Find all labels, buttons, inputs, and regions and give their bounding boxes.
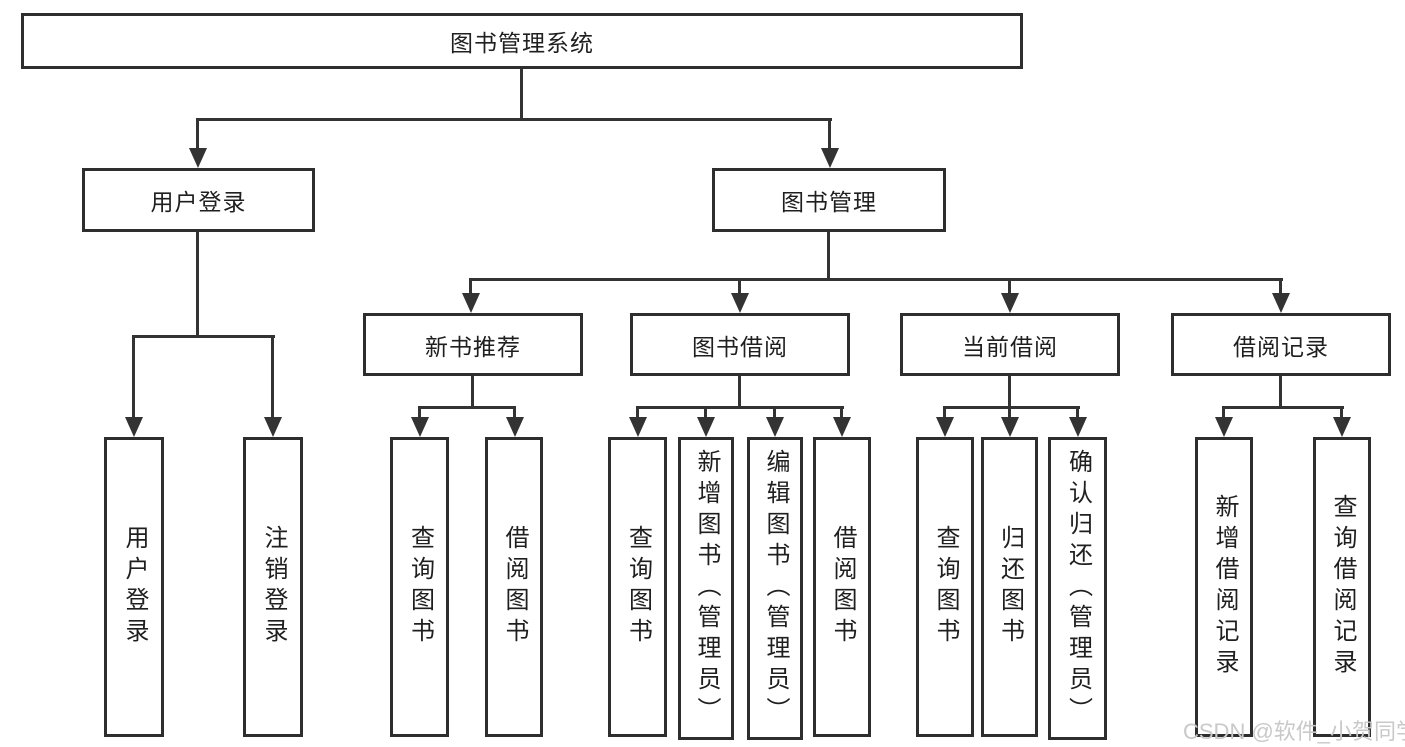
arrow-down <box>132 335 135 417</box>
arrow-down <box>943 406 946 417</box>
connector-line <box>132 335 275 338</box>
leaf-user-login: 用户登录 <box>104 437 164 737</box>
leaf-query-borrow-record-label: 查询借阅记录 <box>1329 494 1356 680</box>
node-book-management: 图书管理 <box>712 168 946 232</box>
connector-line <box>471 376 474 409</box>
connector-line <box>738 376 741 409</box>
leaf-query-books-recommend: 查询图书 <box>390 437 449 737</box>
connector-line <box>196 118 832 121</box>
leaf-borrow-books-label: 借阅图书 <box>829 525 856 649</box>
arrow-down <box>418 406 421 417</box>
csdn-watermark: CSDN @软件_小贺同学 <box>1183 719 1405 744</box>
connector-line <box>636 406 844 409</box>
leaf-query-books-current-label: 查询图书 <box>932 525 959 649</box>
leaf-query-books-borrow: 查询图书 <box>608 437 667 737</box>
leaf-user-login-label: 用户登录 <box>121 525 148 649</box>
connector-line <box>196 232 199 338</box>
node-new-book-recommend: 新书推荐 <box>363 313 583 376</box>
leaf-edit-books-admin: 编辑图书（管理员） <box>747 437 803 740</box>
node-root: 图书管理系统 <box>21 13 1023 69</box>
arrow-down <box>469 278 472 293</box>
node-current-borrow-label: 当前借阅 <box>962 333 1058 360</box>
arrow-down <box>773 406 776 417</box>
arrow-down <box>828 118 831 148</box>
leaf-confirm-return-admin-label: 确认归还（管理员） <box>1064 449 1092 728</box>
arrow-down <box>1279 278 1282 293</box>
arrow-down <box>271 335 274 417</box>
leaf-logout-label: 注销登录 <box>260 525 287 649</box>
leaf-borrow-books: 借阅图书 <box>813 437 871 737</box>
node-root-label: 图书管理系统 <box>450 30 594 56</box>
leaf-add-books-admin: 新增图书（管理员） <box>678 437 734 740</box>
connector-line <box>520 69 523 121</box>
leaf-edit-books-admin-label: 编辑图书（管理员） <box>762 449 789 728</box>
node-user-login: 用户登录 <box>82 168 315 232</box>
connector-line <box>469 278 1283 281</box>
leaf-logout: 注销登录 <box>243 437 303 737</box>
arrow-down <box>1222 406 1225 417</box>
leaf-add-books-admin-label: 新增图书（管理员） <box>693 449 720 728</box>
node-book-borrow-label: 图书借阅 <box>692 333 788 360</box>
arrow-down <box>1076 406 1079 417</box>
arrow-down <box>1340 406 1343 417</box>
arrow-down <box>1008 278 1011 293</box>
node-borrow-records: 借阅记录 <box>1171 313 1391 376</box>
connector-line <box>1008 376 1011 409</box>
leaf-add-borrow-record: 新增借阅记录 <box>1195 437 1253 737</box>
arrow-down <box>704 406 707 417</box>
leaf-query-borrow-record: 查询借阅记录 <box>1313 437 1371 737</box>
arrow-down <box>636 406 639 417</box>
arrow-down <box>1008 406 1011 417</box>
node-book-management-label: 图书管理 <box>781 189 877 215</box>
node-user-login-label: 用户登录 <box>150 189 247 215</box>
connector-line <box>943 406 1080 409</box>
leaf-borrow-books-recommend-label: 借阅图书 <box>501 525 528 649</box>
leaf-return-books-label: 归还图书 <box>996 525 1024 649</box>
leaf-query-books-current: 查询图书 <box>916 437 974 737</box>
leaf-return-books: 归还图书 <box>981 437 1038 737</box>
node-new-book-recommend-label: 新书推荐 <box>425 333 521 360</box>
node-book-borrow: 图书借阅 <box>630 313 850 376</box>
leaf-query-books-recommend-label: 查询图书 <box>406 525 434 649</box>
leaf-query-books-borrow-label: 查询图书 <box>624 525 652 649</box>
node-borrow-records-label: 借阅记录 <box>1233 333 1329 360</box>
arrow-down <box>840 406 843 417</box>
arrow-down <box>196 118 199 148</box>
leaf-borrow-books-recommend: 借阅图书 <box>485 437 543 737</box>
connector-line <box>827 232 830 281</box>
connector-line <box>1279 376 1282 409</box>
leaf-confirm-return-admin: 确认归还（管理员） <box>1048 437 1107 740</box>
connector-line <box>1222 406 1344 409</box>
arrow-down <box>738 278 741 293</box>
leaf-add-borrow-record-label: 新增借阅记录 <box>1211 494 1238 680</box>
arrow-down <box>513 406 516 417</box>
node-current-borrow: 当前借阅 <box>900 313 1120 376</box>
connector-line <box>418 406 516 409</box>
